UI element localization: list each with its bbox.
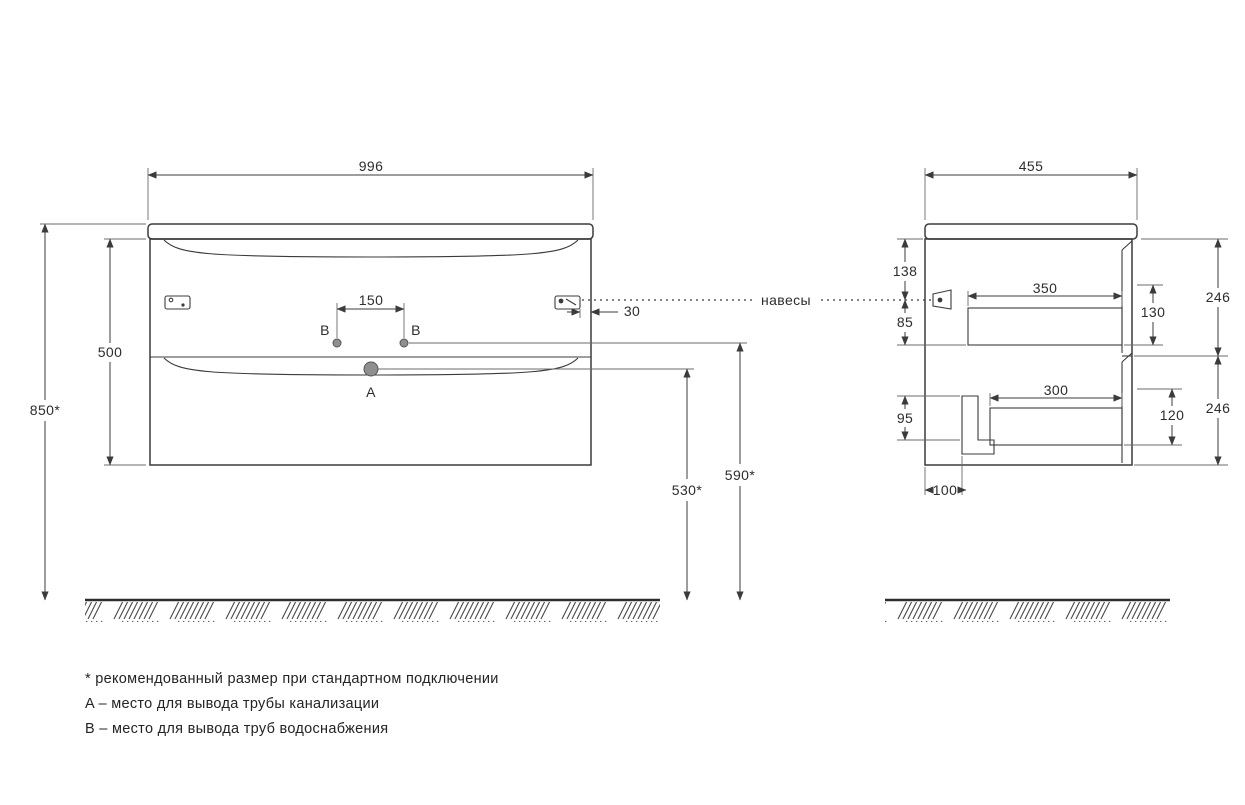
dim-cabinet-height-label: 500 (98, 344, 123, 360)
lower-drawer-box (989, 407, 1123, 446)
dim-mounting-height: 850* (30, 223, 146, 601)
water-outlet-hole-right (399, 338, 409, 348)
drain-outlet-hole (363, 361, 379, 377)
dim-holes-spacing-label: 150 (359, 292, 384, 308)
dim-hanger-offset-label: 30 (624, 303, 640, 319)
dim-drain-height-label: 530* (672, 482, 703, 498)
hangers-callout: навесы (582, 292, 931, 308)
hole-b-right-label: B (411, 322, 421, 338)
dim-front-width-label: 996 (359, 158, 384, 174)
floor-left (85, 598, 660, 622)
hanger-bracket-left (164, 295, 191, 310)
siphon-pipe (961, 395, 995, 455)
dim-top-to-hanger: 138 (893, 238, 923, 301)
dim-upper-front-height-label: 246 (1206, 289, 1231, 305)
dim-lower-front-height: 246 (1134, 355, 1231, 466)
dim-upper-drawer-inner-height-label: 130 (1141, 304, 1166, 320)
hanger-bracket-right (554, 295, 581, 310)
upper-drawer-box (967, 307, 1123, 346)
front-cabinet-body (149, 238, 592, 466)
floor-hatch-right (885, 602, 1170, 622)
dim-drain-height: 530* (378, 368, 703, 601)
dim-top-to-hanger-label: 138 (893, 263, 918, 279)
dim-side-depth: 455 (924, 158, 1138, 220)
dim-lower-drawer-inner-height-label: 120 (1160, 407, 1185, 423)
dim-lower-front-height-label: 246 (1206, 400, 1231, 416)
hole-b-left-label: B (320, 322, 330, 338)
front-view: 996 150 B B A 30 500 (30, 158, 756, 601)
front-countertop (147, 223, 594, 240)
dim-water-height-label: 590* (725, 467, 756, 483)
dim-mounting-height-label: 850* (30, 402, 61, 418)
side-countertop (924, 223, 1138, 240)
side-cabinet-body (924, 238, 1133, 466)
note-hole-b: B – место для вывода труб водоснабжения (85, 721, 388, 737)
hangers-callout-label: навесы (761, 292, 811, 308)
dim-lower-drawer-depth-label: 300 (1044, 382, 1069, 398)
dim-holes-spacing: 150 (336, 292, 405, 338)
note-hole-a: A – место для вывода трубы канализации (85, 696, 379, 712)
dim-hanger-offset: 30 (567, 303, 640, 319)
hole-a-label: A (366, 384, 376, 400)
dim-side-depth-label: 455 (1019, 158, 1044, 174)
side-hanger-bracket (932, 289, 952, 310)
dim-front-width: 996 (147, 158, 594, 220)
dim-upper-front-height: 246 (1134, 238, 1231, 357)
dim-siphon-clearance: 95 (897, 395, 960, 441)
side-view: 455 138 85 95 350 (893, 158, 1231, 498)
floor-hatch-left (85, 602, 660, 622)
dim-hanger-drop: 85 (897, 299, 966, 346)
dim-lower-drawer-depth: 300 (989, 382, 1123, 406)
dim-siphon-offset: 100 (924, 456, 967, 498)
water-outlet-hole-left (332, 338, 342, 348)
dim-lower-drawer-inner-height: 120 (1124, 388, 1185, 446)
notes: * рекомендованный размер при стандартном… (85, 671, 499, 737)
floor-right (885, 598, 1170, 622)
note-recommended-size: * рекомендованный размер при стандартном… (85, 671, 499, 687)
dim-upper-drawer-inner-height: 130 (1124, 284, 1166, 346)
front-upper-handle-recess (163, 239, 579, 258)
dim-cabinet-height: 500 (98, 238, 146, 466)
dim-siphon-offset-label: 100 (933, 482, 958, 498)
dim-upper-drawer-depth: 350 (967, 280, 1123, 306)
dim-siphon-clearance-label: 95 (897, 410, 913, 426)
dim-hanger-drop-label: 85 (897, 314, 913, 330)
dim-upper-drawer-depth-label: 350 (1033, 280, 1058, 296)
dim-water-height: 590* (409, 342, 756, 601)
